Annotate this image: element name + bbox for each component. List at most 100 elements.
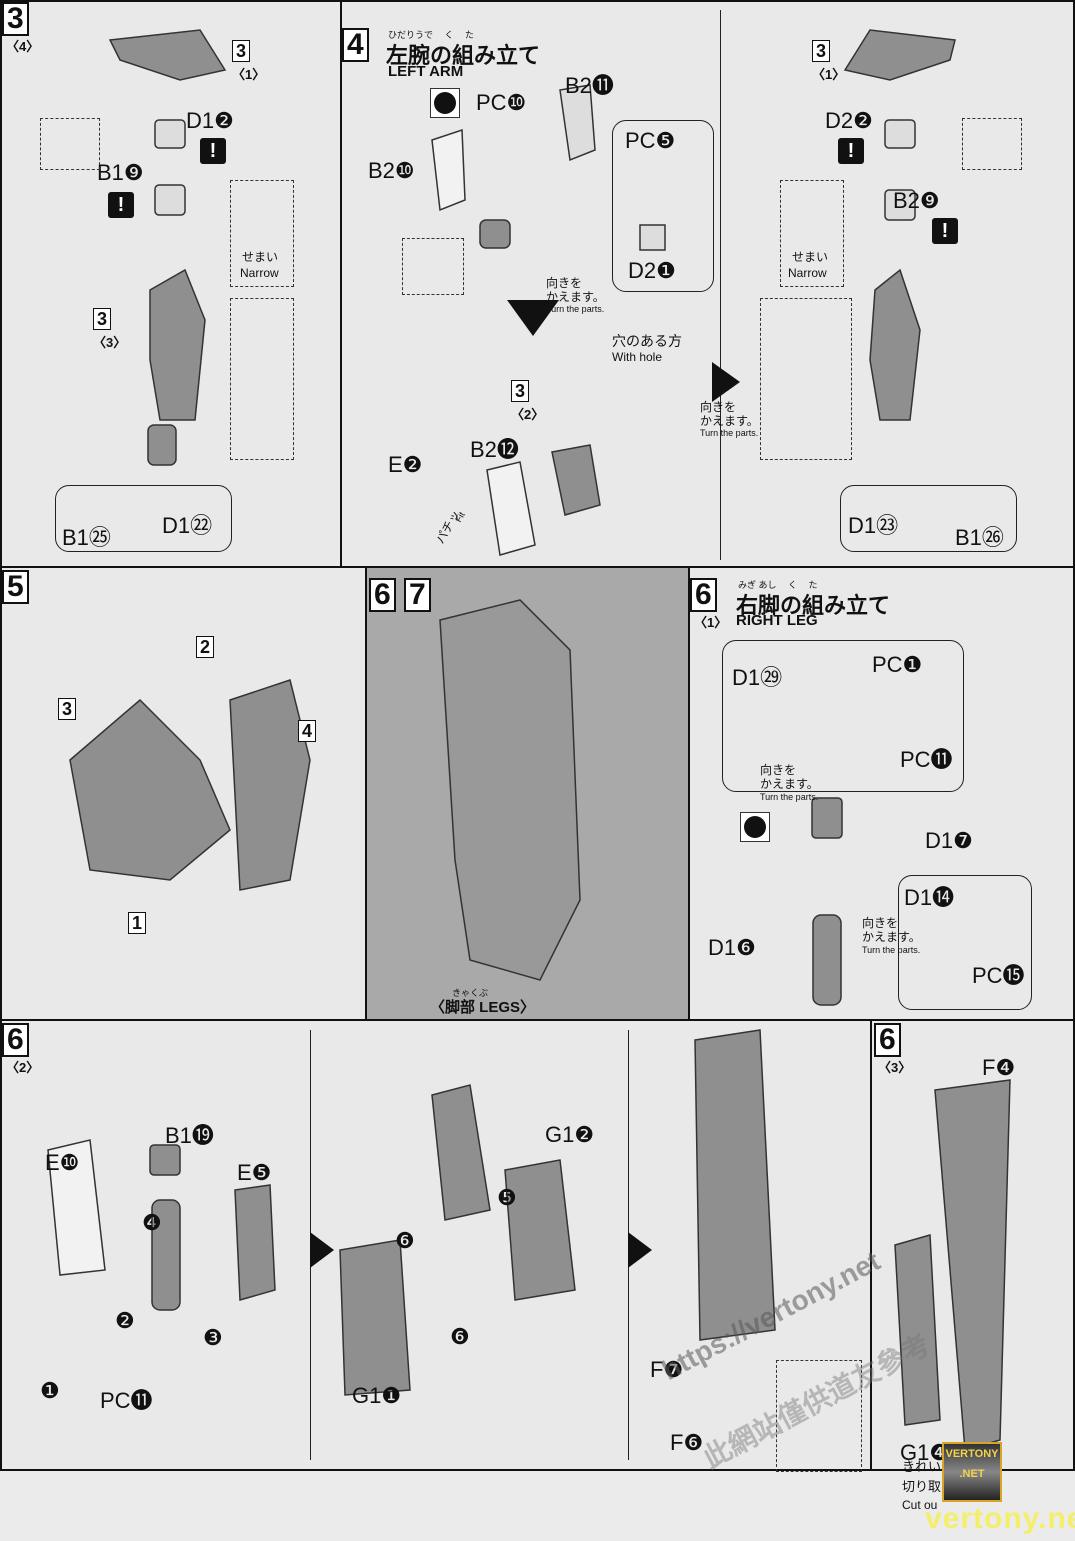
step-sub: 〈4〉	[6, 39, 40, 54]
hole-marker-icon	[430, 88, 460, 118]
part-label: F❼	[650, 1357, 684, 1382]
hole-marker-icon	[740, 812, 770, 842]
turn-note-jp: 向きを	[546, 276, 583, 290]
part-label: B1❾	[97, 160, 144, 185]
step-number: 4	[342, 28, 369, 62]
narrow-jp: せまい	[792, 250, 829, 264]
title-furigana: みぎ あし く た	[738, 580, 818, 590]
warning-icon: !	[838, 138, 864, 164]
detail-box	[962, 118, 1022, 170]
part-label: PC⓫	[100, 1388, 153, 1413]
sub-assembly-box	[840, 485, 1017, 552]
turn-note-en: Turn the parts.	[760, 792, 819, 802]
detail-box-narrow	[230, 180, 294, 287]
legs-caption: 〈脚部 LEGS〉	[430, 999, 536, 1016]
part-label: D1㉓	[848, 513, 899, 538]
section-title-en: LEFT ARM	[388, 63, 464, 80]
order-5: ❺	[497, 1185, 517, 1210]
ref-sub: 〈3〉	[93, 335, 127, 350]
part-label: B2⓬	[470, 437, 519, 462]
detail-box-narrow	[780, 180, 844, 287]
narrow-en: Narrow	[240, 266, 279, 280]
sub-assembly-box	[722, 640, 964, 792]
hole-note-jp: 穴のある方	[612, 333, 682, 349]
ref-sub: 〈1〉	[812, 67, 846, 82]
ref-sub: 〈2〉	[511, 407, 545, 422]
callout-4: 4	[298, 720, 317, 742]
order-4: ❹	[142, 1210, 162, 1235]
title-furigana: ひだりうで く た	[388, 30, 475, 40]
step-number: 6	[369, 578, 396, 612]
right-arrow-icon	[310, 1232, 334, 1268]
sub-assembly-box	[612, 120, 714, 292]
part-label: G1❷	[545, 1122, 595, 1147]
sub-assembly-box	[898, 875, 1032, 1010]
part-label: D1❷	[186, 108, 234, 133]
panel-step-6-1	[688, 566, 1075, 1021]
narrow-en: Narrow	[788, 266, 827, 280]
turn-note-jp: かえます。	[862, 930, 921, 944]
part-label: B1⓳	[165, 1123, 214, 1148]
step-number: 6	[874, 1023, 901, 1057]
part-label: D1❻	[708, 935, 756, 960]
right-arrow-icon	[628, 1232, 652, 1268]
section-title: 左腕の組み立て	[386, 43, 541, 68]
down-arrow-icon	[507, 300, 559, 336]
part-label: B2⓫	[565, 73, 614, 98]
callout-1: 1	[128, 912, 147, 934]
turn-note-en: Turn the parts.	[862, 945, 921, 955]
turn-note-jp: かえます。	[546, 290, 605, 304]
part-label: F❻	[670, 1430, 704, 1455]
step-number: 6	[690, 578, 717, 612]
order-6: ❻	[395, 1228, 415, 1253]
caption-furigana: きゃくぶ	[452, 988, 489, 998]
step-sub: 〈1〉	[694, 615, 728, 630]
divider	[720, 10, 721, 560]
warning-icon: !	[200, 138, 226, 164]
part-label: B2❿	[368, 158, 415, 183]
part-label: D1㉙	[732, 665, 783, 690]
step-sub: 〈3〉	[878, 1060, 912, 1075]
right-arrow-icon	[712, 362, 740, 402]
detail-box	[402, 238, 464, 295]
turn-note-jp: かえます。	[700, 414, 759, 428]
part-label: B1㉕	[62, 525, 111, 550]
part-label: PC❺	[625, 128, 676, 153]
turn-note-jp: 向きを	[700, 400, 737, 414]
watermark-footer: vertony.net	[925, 1502, 1075, 1535]
ref-step: 3	[511, 380, 530, 402]
part-label: D1⓮	[904, 885, 955, 910]
turn-note-en: Turn the parts.	[546, 304, 605, 314]
warning-icon: !	[108, 192, 134, 218]
part-label: D2❶	[628, 258, 676, 283]
warning-icon: !	[932, 218, 958, 244]
detail-box	[760, 298, 852, 460]
section-title: 右脚の組み立て	[736, 593, 891, 618]
section-title-en: RIGHT LEG	[736, 612, 818, 629]
part-label: PC⓫	[900, 747, 953, 772]
clean-cut-jp: 切り取	[902, 1479, 942, 1494]
vertony-logo: VERTONY .NET	[942, 1442, 1002, 1502]
step-number: 6	[2, 1023, 29, 1057]
narrow-jp: せまい	[242, 250, 279, 264]
step-sub: 〈2〉	[6, 1060, 40, 1075]
sub-assembly-box	[55, 485, 232, 552]
order-6: ❻	[450, 1324, 470, 1349]
part-label: E❷	[388, 452, 423, 477]
part-label: B2❾	[893, 188, 940, 213]
clean-cut-jp: きれいに	[902, 1459, 955, 1474]
order-3: ❸	[203, 1325, 223, 1350]
part-label: D1❼	[925, 828, 973, 853]
part-label: D1㉒	[162, 513, 213, 538]
detail-box	[230, 298, 294, 460]
part-label: E❺	[237, 1160, 272, 1185]
turn-note-jp: 向きを	[862, 916, 899, 930]
step-number: 3	[2, 2, 29, 36]
part-label: D2❷	[825, 108, 873, 133]
part-label: PC⓯	[972, 963, 1025, 988]
turn-note-jp: かえます。	[760, 777, 819, 791]
part-label: PC❶	[872, 652, 923, 677]
hole-note-en: With hole	[612, 350, 663, 364]
callout-3: 3	[58, 698, 77, 720]
